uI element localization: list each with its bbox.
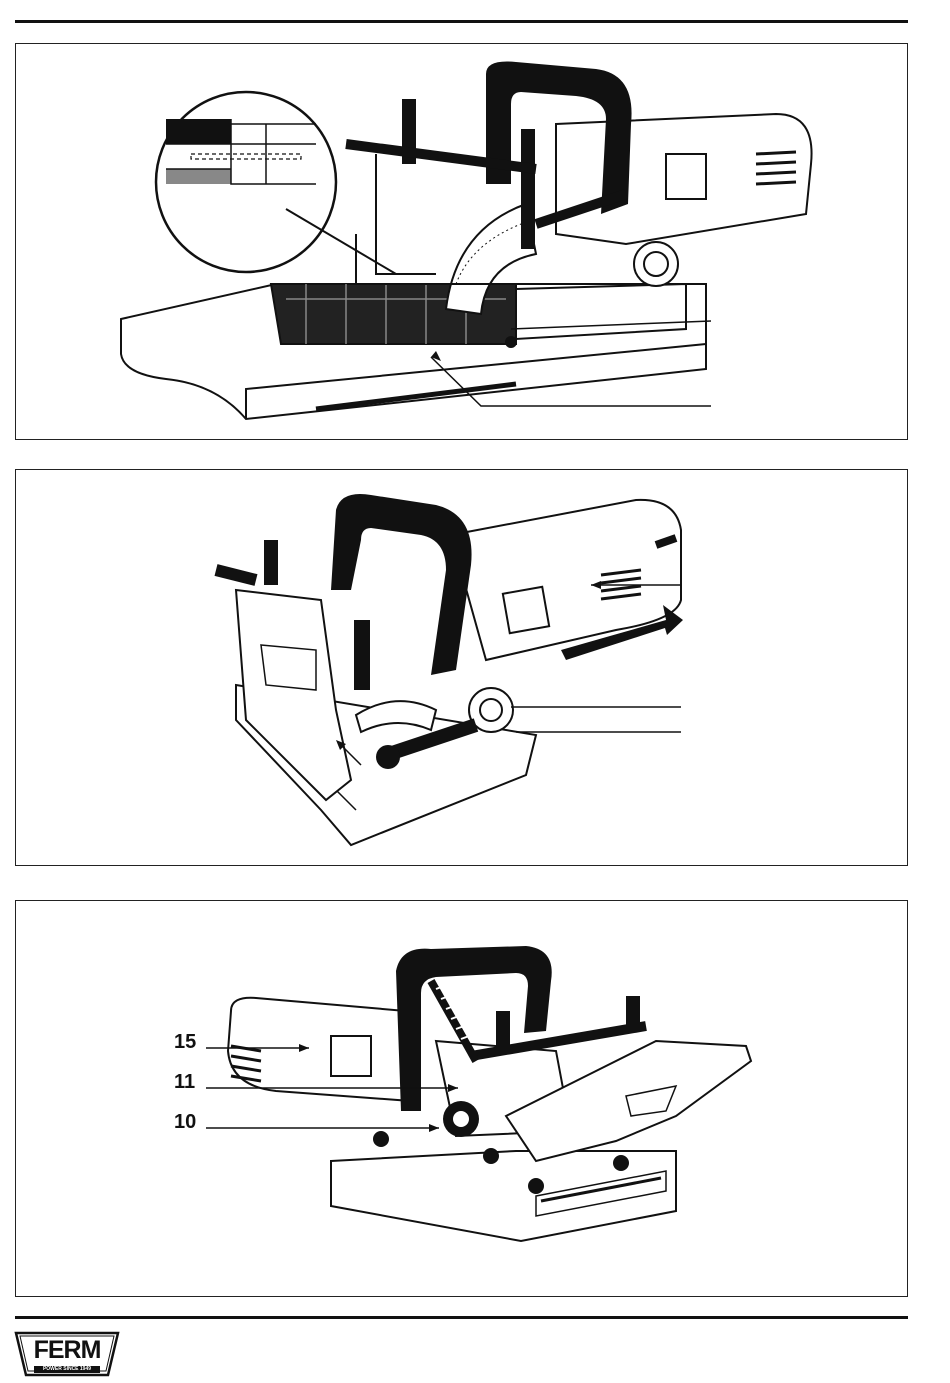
joiner-upright-illustration xyxy=(16,470,907,865)
ferm-logo: FERM POWER SINCE 1949 xyxy=(14,1331,120,1377)
logo-wordmark: FERM xyxy=(27,1336,107,1364)
callout-15: 15 xyxy=(174,1032,196,1052)
logo-tagline: POWER SINCE 1949 xyxy=(34,1366,100,1373)
figure-panel-1 xyxy=(15,43,908,440)
top-rule xyxy=(15,20,908,23)
callout-11: 11 xyxy=(174,1072,195,1092)
figure-panel-2 xyxy=(15,469,908,866)
callout-10: 10 xyxy=(174,1112,196,1132)
joiner-on-board-illustration xyxy=(16,44,907,439)
figure-panel-3 xyxy=(15,900,908,1297)
bottom-rule xyxy=(15,1316,908,1319)
joiner-rear-illustration xyxy=(16,901,907,1296)
